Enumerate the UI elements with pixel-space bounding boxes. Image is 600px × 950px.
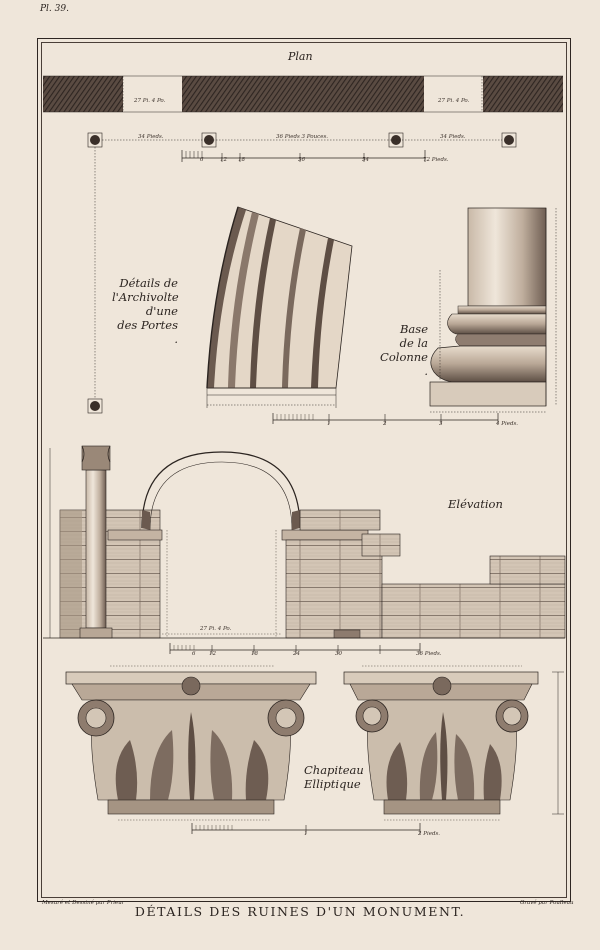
plan-dim-2: 36 Pieds 3 Pouces. — [276, 134, 329, 140]
credit-left: Mesuré et Dessiné par Prieur — [42, 900, 125, 906]
base-scale — [272, 413, 499, 424]
base-label: Base de la Colonne . — [380, 322, 428, 378]
plan-scale-tick: 18 — [238, 157, 245, 163]
plan-wall-center — [182, 76, 424, 112]
archivolte-label: Détails de l'Archivolte d'une des Portes… — [112, 276, 179, 346]
elevation-label: Elévation — [448, 497, 503, 511]
base-label-line: Base — [399, 322, 428, 336]
plan-scale-tick: 72 Pieds. — [423, 157, 449, 163]
elev-scale-tick: 12 — [209, 651, 216, 657]
plan-dim-1: 34 Pieds. — [138, 134, 164, 140]
capital-label: Chapiteau Elliptique — [304, 763, 364, 791]
plan-label: Plan — [288, 50, 313, 63]
base-scale-tick: 2 — [383, 421, 387, 427]
base-scale-tick: 1 — [327, 421, 331, 427]
plate-number: Pl. 39. — [40, 4, 69, 14]
base-scale-tick: 4 Pieds. — [496, 421, 519, 427]
plate-title: DÉTAILS DES RUINES D'UN MONUMENT. — [134, 904, 466, 919]
elev-scale-tick: 36 Pieds. — [416, 651, 442, 657]
plate-outer-frame — [37, 38, 571, 902]
plan-width-2: 27 Pi. 4 Po. — [438, 98, 470, 104]
plan-drawing — [43, 75, 563, 414]
base-scale-tick: 3 — [439, 421, 443, 427]
capital-label-line: Chapiteau — [304, 763, 364, 777]
elev-scale-tick: 24 — [293, 651, 300, 657]
plan-scale-tick: 12 — [220, 157, 227, 163]
plan-scale-tick: 6 — [200, 157, 204, 163]
plan-width-1: 27 Pi. 4 Po. — [134, 98, 166, 104]
capital-scale-tick: 1 — [304, 831, 308, 837]
base-label-line: Colonne . — [380, 350, 428, 378]
archivolte-label-line: l'Archivolte d'une — [112, 290, 179, 318]
base-label-line: de la — [399, 336, 428, 350]
archivolte-drawing — [206, 206, 353, 408]
elev-opening-dim: 27 Pi. 4 Po. — [200, 626, 232, 632]
capital-scale-tick: 2 Pieds. — [418, 831, 441, 837]
capital-label-line: Elliptique — [304, 777, 361, 791]
plan-wall-right — [483, 76, 563, 112]
capital-left — [65, 671, 317, 815]
plan-columns — [87, 132, 517, 414]
plate-inner-frame — [41, 42, 567, 898]
elev-scale-tick: 30 — [335, 651, 342, 657]
plan-scale-tick: 36 — [298, 157, 305, 163]
capital-right — [343, 671, 539, 815]
column-base-drawing — [429, 207, 557, 413]
plan-wall-left — [43, 76, 123, 112]
credit-right: Gravé par Poulleau — [520, 900, 574, 906]
archivolte-label-line: des Portes . — [117, 318, 178, 346]
plan-scale-tick: 54 — [362, 157, 369, 163]
capital-scale — [110, 665, 564, 834]
plan-scale — [181, 150, 426, 162]
plan-dim-3: 34 Pieds. — [440, 134, 466, 140]
archivolte-label-line: Détails de — [119, 276, 178, 290]
elevation-scale — [169, 643, 421, 654]
elev-scale-tick: 6 — [192, 651, 196, 657]
elevation-drawing — [43, 445, 566, 639]
elev-scale-tick: 18 — [251, 651, 258, 657]
